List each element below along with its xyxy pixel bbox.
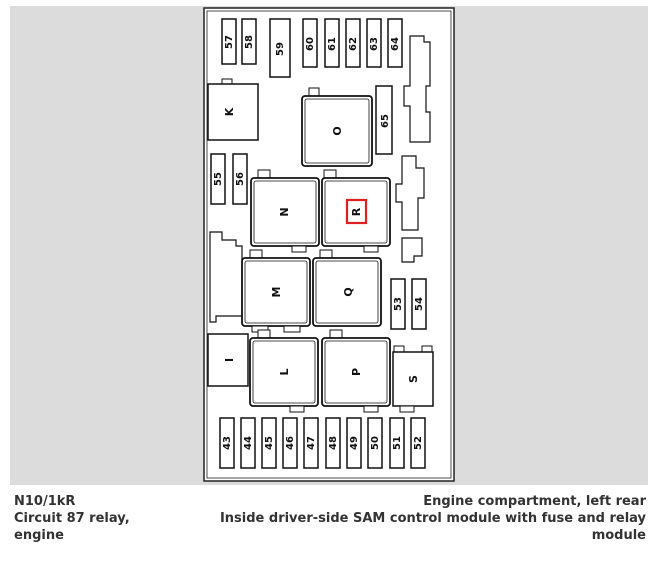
fuse-box-diagram: 57 58 59 60 61 62 63 64 65 K [203,7,455,482]
component-caption: N10/1kR Circuit 87 relay, engine [14,493,130,544]
fuse-44: 44 [240,417,256,469]
fuse-59-label: 59 [275,42,286,56]
fuse-50-label: 50 [370,436,381,450]
fuse-65: 65 [375,85,393,155]
fuse-56-label: 56 [235,172,246,186]
relay-k-label: K [223,107,236,116]
connector-top-right [403,35,431,143]
fuse-63-label: 63 [369,37,380,51]
relay-o-label: O [331,126,344,135]
fuse-60: 60 [302,18,318,68]
relay-o: O [301,87,373,167]
relay-q-label: Q [342,287,355,296]
fuse-52: 52 [410,417,426,469]
fuse-49-label: 49 [349,436,360,450]
fuse-65-label: 65 [380,114,391,128]
relay-r-label: R [350,207,363,216]
fuse-55: 55 [210,153,226,205]
relay-s: S [392,345,434,413]
fuse-54: 54 [411,278,427,330]
fuse-62: 62 [345,18,361,68]
component-name-line2: engine [14,528,64,543]
location-line2: Inside driver-side SAM control module wi… [219,511,646,526]
relay-s-label: S [407,375,420,383]
relay-l: L [249,329,319,413]
fuse-59: 59 [269,18,291,78]
fuse-55-label: 55 [213,172,224,186]
connector-small-right [401,237,423,263]
relay-l-label: L [278,368,291,375]
relay-m-label: M [270,287,283,298]
fuse-56: 56 [232,153,248,205]
fuse-53-label: 53 [393,297,404,311]
relay-n-label: N [278,207,291,216]
location-line1: Engine compartment, left rear [423,494,646,509]
fuse-46-label: 46 [285,436,296,450]
fuse-57-label: 57 [224,35,235,49]
relay-i: I [207,333,249,387]
fuse-box-inner-border [206,10,452,479]
relay-m: M [241,249,311,333]
relay-p: P [321,329,391,413]
fuse-45: 45 [261,417,277,469]
relay-r: R [321,169,391,253]
location-caption: Engine compartment, left rear Inside dri… [186,493,646,544]
fuse-57: 57 [221,18,237,65]
fuse-48: 48 [325,417,341,469]
fuse-54-label: 54 [414,297,425,311]
relay-p-label: P [350,368,363,376]
fuse-50: 50 [367,417,383,469]
component-code: N10/1kR [14,494,76,509]
fuse-45-label: 45 [264,436,275,450]
connector-mid-left [209,231,243,323]
diagram-panel: 57 58 59 60 61 62 63 64 65 K [10,6,648,485]
fuse-47-label: 47 [306,436,317,450]
fuse-49: 49 [346,417,362,469]
fuse-61-label: 61 [327,37,338,51]
location-line3: module [591,528,646,543]
fuse-64-label: 64 [390,37,401,51]
connector-mid-right [395,155,425,231]
bottom-fuse-row: 43 44 45 46 47 48 49 50 51 52 [219,417,426,469]
fuse-58-label: 58 [244,35,255,49]
relay-q: Q [312,249,382,327]
relay-k: K [207,78,259,141]
fuse-43: 43 [219,417,235,469]
component-name-line1: Circuit 87 relay, [14,511,130,526]
fuse-43-label: 43 [222,436,233,450]
fuse-47: 47 [303,417,319,469]
fuse-53: 53 [390,278,406,330]
fuse-51: 51 [389,417,405,469]
highlight-box [345,198,368,225]
fuse-46: 46 [282,417,298,469]
fuse-51-label: 51 [392,436,403,450]
fuse-48-label: 48 [328,436,339,450]
fuse-44-label: 44 [243,436,254,450]
fuse-61: 61 [324,18,340,68]
relay-i-label: I [223,358,236,362]
relay-n: N [250,169,320,253]
fuse-52-label: 52 [413,436,424,450]
fuse-58: 58 [241,18,257,65]
fuse-62-label: 62 [348,37,359,51]
fuse-63: 63 [366,18,382,68]
fuse-60-label: 60 [305,37,316,51]
fuse-64: 64 [387,18,403,68]
